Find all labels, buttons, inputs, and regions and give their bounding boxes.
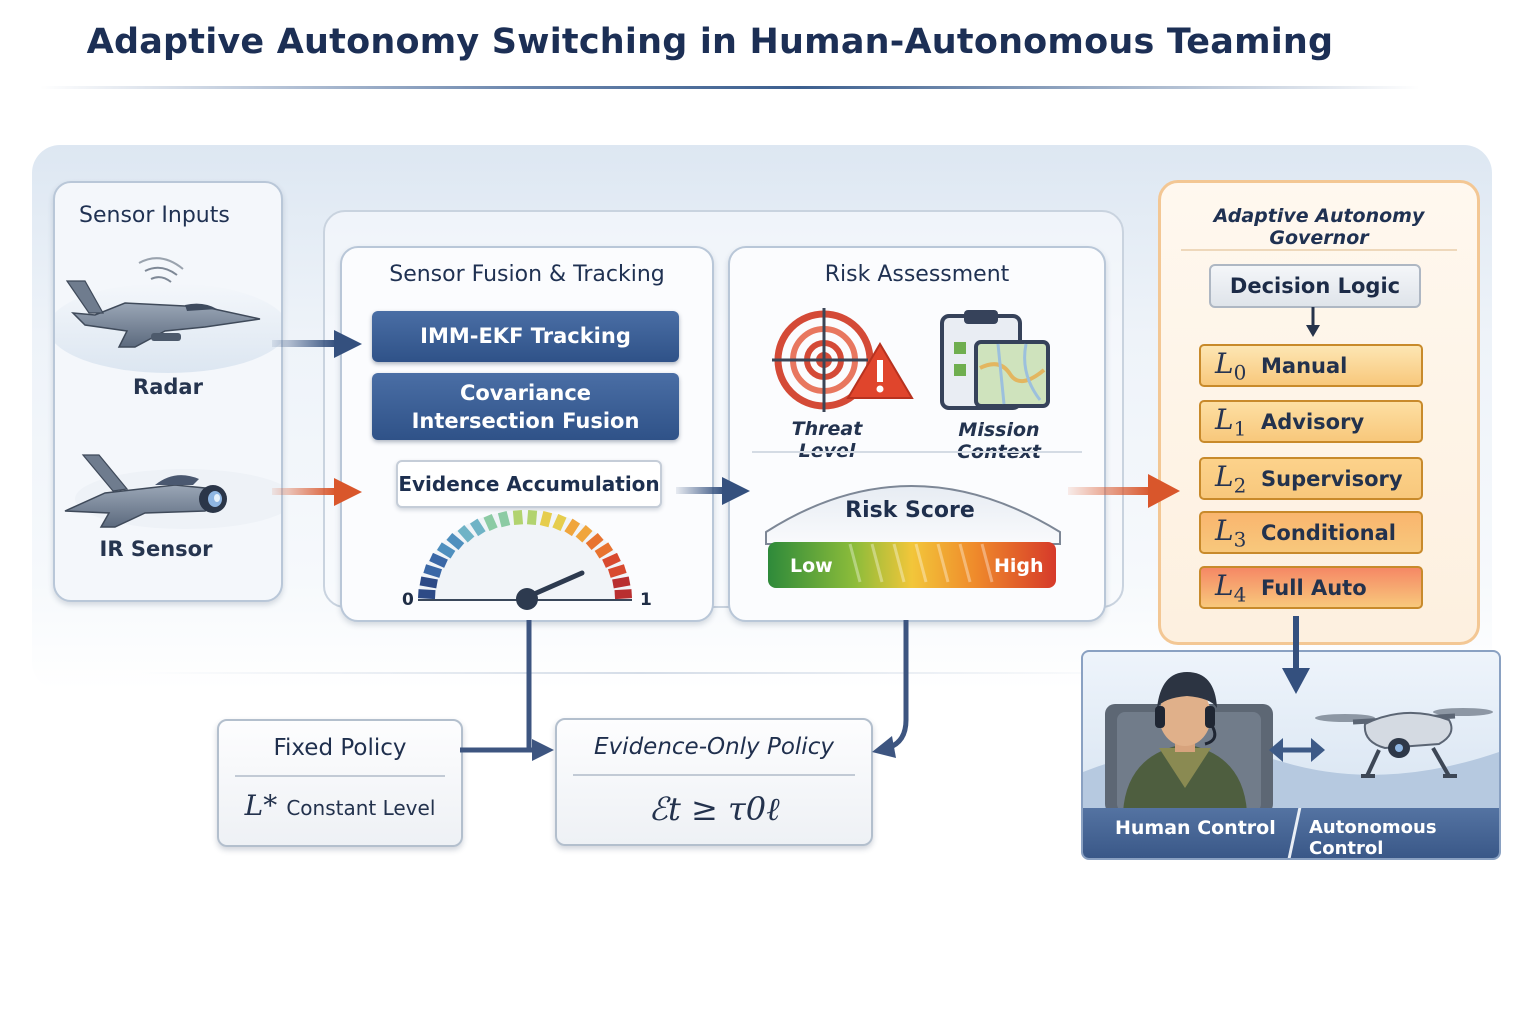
autonomous-control-label: Autonomous Control	[1309, 817, 1437, 859]
risk-low-label: Low	[790, 555, 833, 577]
gauge-tick	[423, 564, 443, 578]
risk-tick	[870, 543, 884, 583]
adaptive-autonomy-governor: Adaptive Autonomy Governor Decision Logi…	[1158, 180, 1480, 645]
sensor-fusion-title: Sensor Fusion & Tracking	[389, 262, 665, 287]
fixed-policy-text: Constant Level	[286, 796, 436, 820]
gauge-tick	[419, 576, 438, 589]
gauge-tick	[575, 525, 593, 543]
risk-tick	[914, 543, 928, 583]
gauge-tick	[602, 552, 621, 568]
decision-arrow-icon	[1306, 307, 1320, 337]
fixed-policy-title: Fixed Policy	[273, 735, 407, 761]
imm-ekf-tracking-box: IMM-EKF Tracking	[372, 311, 679, 362]
risk-score-gauge	[765, 485, 1061, 588]
gauge-tick	[418, 589, 436, 600]
ir-sensor-label: IR Sensor	[99, 537, 213, 561]
gauge-ticks	[418, 509, 632, 600]
risk-tick	[936, 543, 950, 583]
gauge-min-label: 0	[402, 590, 414, 610]
double-arrow-icon	[1269, 738, 1325, 762]
gauge-tick	[614, 589, 632, 600]
level-label: Supervisory	[1261, 466, 1403, 491]
fixed-policy-symbol: L*	[244, 789, 278, 822]
radar-to-fusion-arrow	[272, 330, 362, 358]
gauge-tick	[594, 542, 614, 559]
threat-target-icon	[772, 308, 914, 412]
gauge-hub	[516, 588, 538, 610]
gauge-tick	[552, 513, 567, 531]
covariance-intersection-label: Covariance Intersection Fusion	[411, 380, 640, 433]
gauge-tick	[612, 576, 631, 589]
risk-divider	[752, 451, 1082, 453]
risk-high-label: High	[994, 555, 1044, 577]
fixed-to-evidence-policy-arrow	[460, 739, 554, 761]
risk-tick	[958, 543, 972, 583]
gauge-tick	[607, 564, 627, 578]
risk-to-governor-arrow	[1068, 474, 1180, 508]
evidence-policy-formula: ℰt ≥ τ0ℓ	[648, 790, 780, 828]
human-control-label: Human Control	[1115, 817, 1276, 839]
gauge-tick	[539, 511, 553, 528]
level-label: Advisory	[1261, 409, 1365, 434]
page-title: Adaptive Autonomy Switching in Human-Aut…	[86, 22, 1334, 62]
risk-ticks	[848, 543, 994, 583]
radar-jet-icon	[55, 257, 281, 373]
drone-icon	[1315, 708, 1493, 778]
level-label: Manual	[1261, 353, 1348, 378]
level-label: Conditional	[1261, 520, 1397, 545]
gauge-tick	[483, 513, 498, 531]
governor-to-control-arrow	[1282, 616, 1310, 694]
gauge-tick	[469, 518, 486, 537]
risk-tick	[892, 543, 906, 583]
sensor-inputs-title: Sensor Inputs	[79, 203, 230, 228]
level-label: Full Auto	[1261, 575, 1367, 600]
gauge-tick	[446, 532, 465, 550]
gauge-tick	[526, 509, 538, 525]
evidence-policy-rule	[573, 774, 855, 776]
control-panel: Human Control Autonomous Control	[1081, 650, 1501, 860]
evidence-only-policy-title: Evidence-Only Policy	[594, 734, 834, 760]
gauge-tick	[512, 509, 524, 525]
radar-label: Radar	[133, 375, 203, 399]
pilot-and-drone-illustration	[1083, 672, 1499, 812]
gauge-tick	[564, 518, 581, 537]
title-underline	[40, 86, 1420, 89]
governor-divider	[1181, 249, 1457, 251]
risk-tick	[848, 543, 862, 583]
fixed-policy-rule	[235, 775, 445, 777]
covariance-intersection-box: Covariance Intersection Fusion	[372, 373, 679, 440]
governor-title: Adaptive Autonomy Governor	[1213, 205, 1425, 249]
fusion-to-risk-arrow	[676, 477, 750, 505]
sensor-inputs-card: Sensor Inputs Radar IR Sensor	[53, 181, 283, 602]
gauge-tick	[497, 511, 511, 528]
fixed-policy-box: Fixed Policy L* Constant Level	[217, 719, 463, 847]
ir-to-fusion-arrow	[272, 478, 362, 506]
gauge-tick	[457, 525, 475, 543]
risk-assessment-title: Risk Assessment	[824, 262, 1010, 287]
gauge-tick	[436, 542, 456, 559]
divider-line	[140, 672, 1140, 674]
risk-score-label: Risk Score	[845, 498, 975, 523]
gauge-tick	[585, 532, 604, 550]
gauge-max-label: 1	[640, 590, 652, 610]
ir-sensor-jet-icon	[64, 454, 281, 529]
mission-clipboard-icon	[940, 310, 1050, 410]
evidence-accumulation-box: Evidence Accumulation	[396, 460, 662, 508]
evidence-gauge	[418, 509, 632, 610]
decision-logic-box: Decision Logic	[1209, 264, 1421, 308]
gauge-tick	[429, 552, 448, 568]
risk-tick	[980, 543, 994, 583]
evidence-only-policy-box: Evidence-Only Policy ℰt ≥ τ0ℓ	[555, 718, 873, 846]
risk-to-evidence-policy-arrow	[872, 620, 909, 758]
